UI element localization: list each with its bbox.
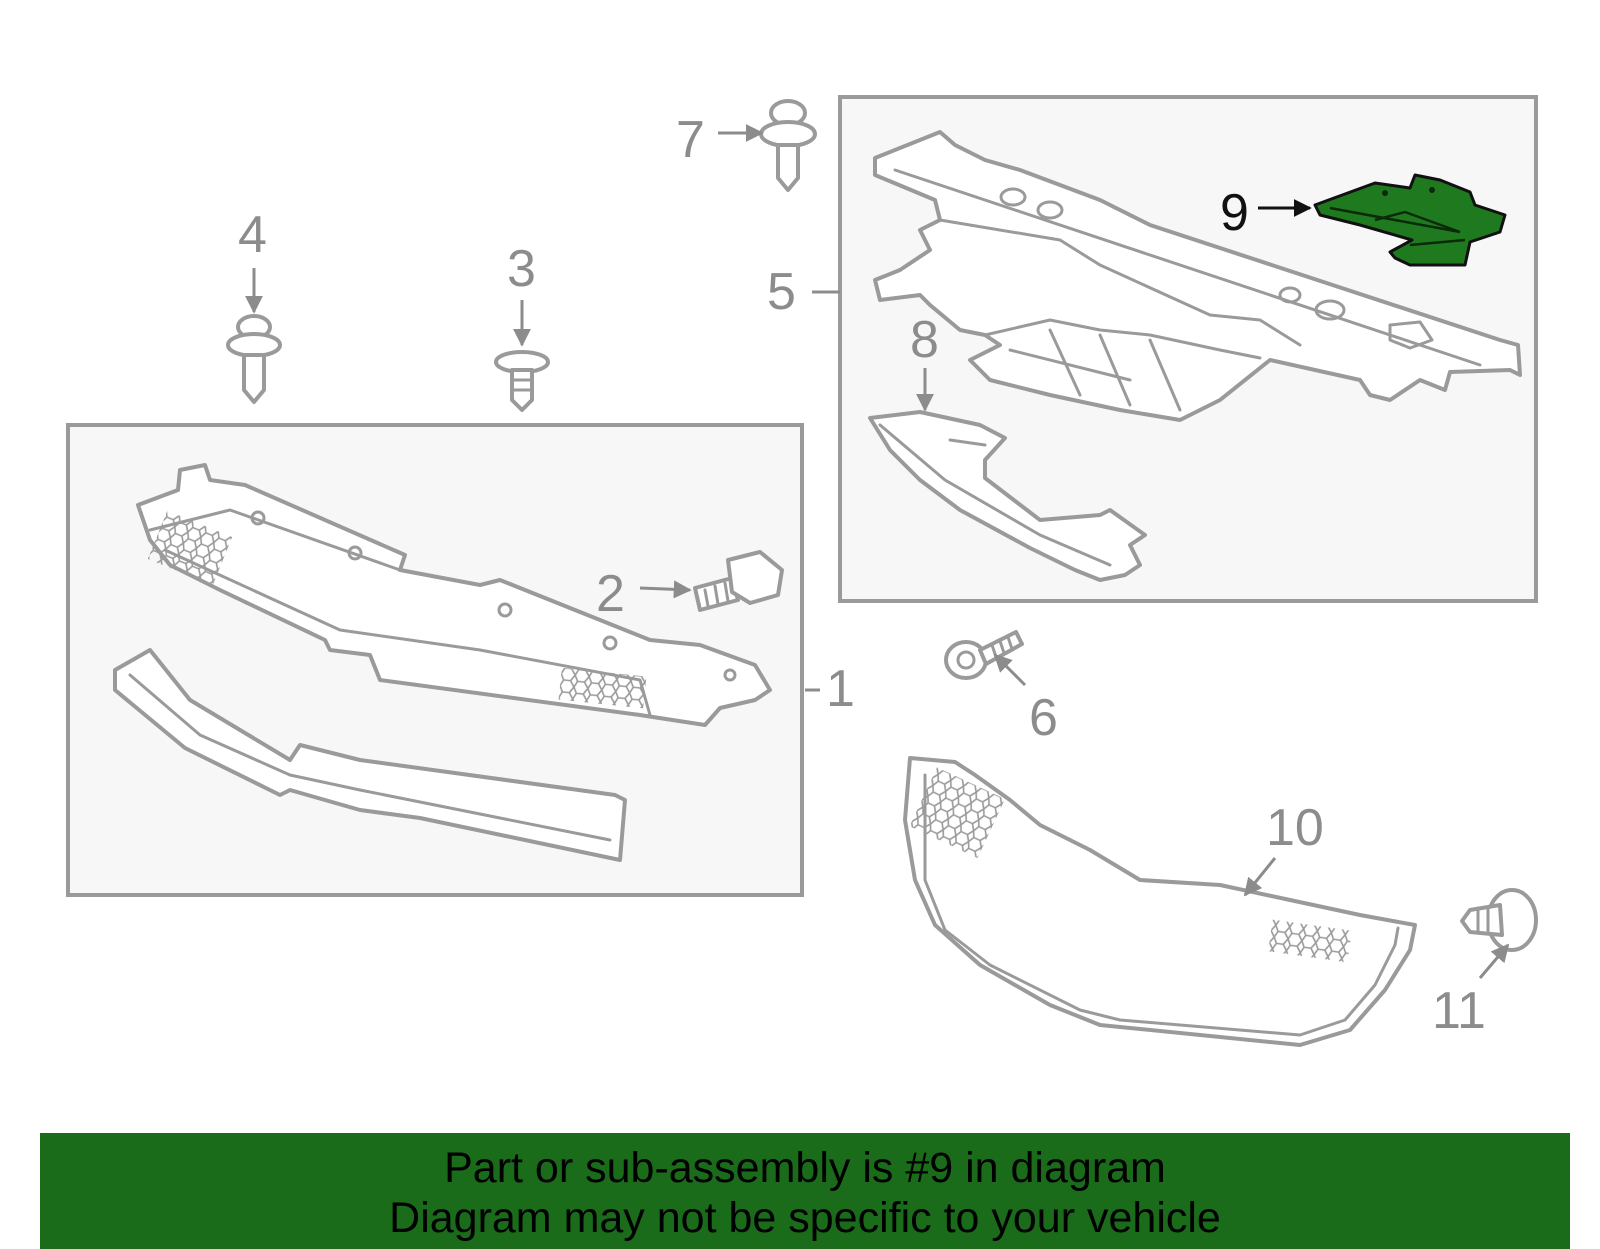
part-1-upper-bar [136,463,772,727]
part-4-pin [226,314,282,404]
banner-line-part: Part or sub-assembly is #9 in diagram [444,1144,1166,1192]
callout-5: 5 [767,263,796,321]
callout-8: 8 [910,311,939,369]
info-banner: Part or sub-assembly is #9 in diagram Di… [40,1133,1570,1249]
part-7-pin [759,99,817,192]
part-11-pin [1460,888,1538,952]
leader-6 [993,653,1027,687]
callout-11: 11 [1432,982,1486,1040]
banner-line-disclaimer: Diagram may not be specific to your vehi… [389,1194,1221,1242]
part-3-clip [494,350,550,412]
part-1-lower-strip [113,648,627,862]
part-10-grille [903,756,1417,1047]
callout-3: 3 [507,240,536,298]
part-8-bracket [868,410,1147,582]
leader-10 [1243,857,1277,897]
callout-10: 10 [1266,799,1324,857]
part-9-highlighted [1313,173,1507,267]
callout-6: 6 [1029,689,1058,747]
part-5-support [873,130,1522,422]
callout-1: 1 [826,660,855,718]
callout-7: 7 [676,111,705,169]
leader-11 [1478,943,1510,979]
part-6-screw [944,630,1024,680]
leader-2 [639,580,692,599]
callout-9: 9 [1220,184,1249,242]
callout-2: 2 [596,565,625,623]
part-2-bolt [693,550,784,612]
callout-4: 4 [238,206,267,264]
